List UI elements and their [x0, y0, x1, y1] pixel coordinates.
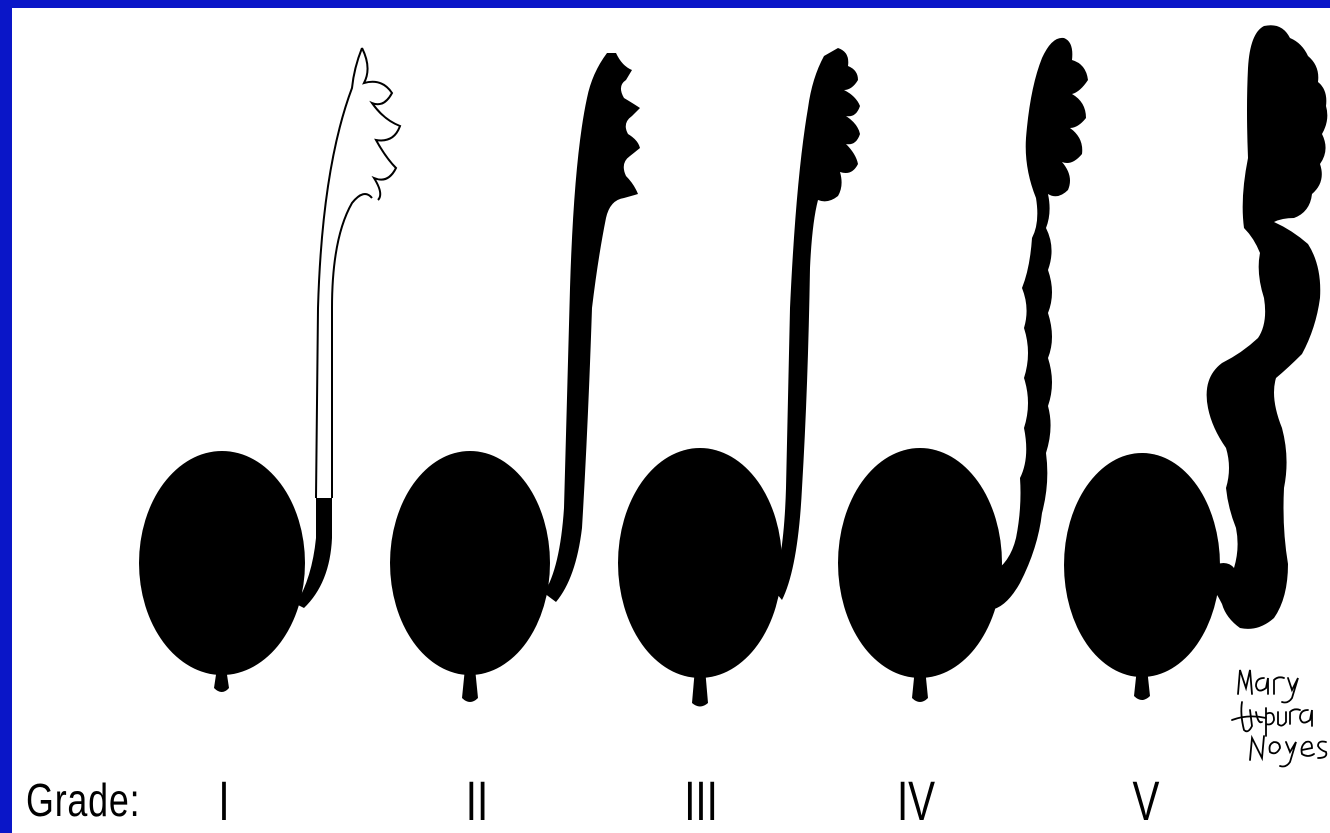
grade-5-bladder [1064, 453, 1220, 677]
grade-2-label: II [466, 768, 488, 833]
grade-1-calyces-outline [362, 48, 400, 200]
artist-signature [1230, 664, 1330, 774]
grade-1-label: I [218, 768, 229, 833]
figure-canvas: Grade: I II III IV V [12, 8, 1330, 833]
grade-2-bladder [390, 451, 550, 675]
grade-4-label: IV [897, 768, 935, 833]
grade-1-bladder [139, 451, 305, 675]
grade-5-label: V [1133, 768, 1160, 833]
grade-1-diagram [139, 48, 400, 692]
grade-1-ureter-outline [316, 48, 372, 498]
grade-3-label: III [684, 768, 718, 833]
grade-5-diagram [1064, 25, 1327, 700]
grade-5-ureter [1207, 25, 1328, 629]
grade-3-bladder [618, 448, 782, 678]
grade-2-diagram [390, 53, 640, 702]
grade-4-bladder [838, 448, 1002, 678]
grade-3-diagram [618, 48, 860, 707]
grade-prefix-label: Grade: [26, 773, 140, 827]
grade-4-diagram [838, 38, 1088, 702]
reflux-grade-illustration [12, 8, 1330, 768]
